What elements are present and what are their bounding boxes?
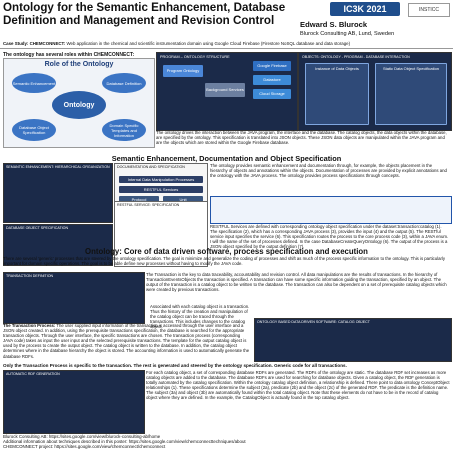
cloud-storage-box: Cloud Storage — [253, 89, 291, 99]
transaction-process: The Transaction Process: The user suppli… — [3, 323, 251, 359]
process-text: There are several 'generic' processes th… — [3, 256, 446, 267]
ontology-center: Ontology — [52, 91, 106, 119]
only-transaction-note: Only the Transaction Process is specific… — [3, 363, 347, 368]
role-diagram-title: Role of the Ontology — [44, 61, 114, 68]
case-study-line: Case Study: CHEMCONNECT: Web application… — [3, 41, 451, 46]
affiliation: Blurock Consulting AB, Lund, Sweden — [300, 31, 395, 37]
section2-heading: Semantic Enhancement, Documentation and … — [111, 154, 342, 163]
transaction-text: The Transaction is the key to data trace… — [146, 272, 447, 293]
restful-diagram — [210, 196, 452, 224]
objects-panel-title: OBJECTS: ONTOLOGY - PROGRAM - DATABASE I… — [302, 55, 410, 59]
semantic-panel: SEMANTIC ENHANCEMENT: HIERARCHICAL ORGAN… — [3, 163, 113, 223]
role-node: Domain Specific Templates and Informatio… — [102, 119, 146, 141]
drives-text: The ontology drives the interaction betw… — [156, 130, 447, 146]
semantic-panel-title: SEMANTIC ENHANCEMENT: HIERARCHICAL ORGAN… — [6, 165, 110, 169]
datamodel-panel: DATABASE OBJECT SPECIFICATION — [3, 224, 113, 266]
footer-link[interactable]: Blurock Consulting AB: https://sites.goo… — [3, 434, 161, 439]
role-node: Database Definition — [102, 73, 146, 93]
objects-panel: OBJECTS: ONTOLOGY - PROGRAM - DATABASE I… — [298, 52, 452, 131]
static-spec-box: Static Data Object Specification — [375, 63, 447, 125]
transaction-panel: TRANSACTION DEFINITION — [3, 272, 145, 324]
automatic-panel: AUTOMATIC RDF GENERATION — [3, 370, 145, 434]
doc-item: Protocol — [119, 196, 159, 203]
program-panel: PROGRAM – ONTOLOGY STRUCTURE Program Ont… — [156, 52, 298, 131]
conference-logo: IC3K 2021 — [330, 2, 400, 16]
catalog-note: Associated with each catalog object is a… — [150, 304, 250, 330]
restful-text: RESTFUL Services are defined with corres… — [210, 224, 449, 250]
doc-item: Internal Data Manipulation Processes — [119, 176, 203, 183]
catalog-panel-title: ONTOLOGY BASED DATA DRIVEN SOFTWARE: CAT… — [257, 320, 370, 324]
role-diagram: Role of the Ontology Ontology Semantic E… — [3, 58, 155, 148]
datastore-box: Datastore — [253, 75, 291, 85]
transaction-process-text: The user supplied input information of t… — [3, 323, 250, 359]
instance-objects-label: Instance of Data Objects — [315, 66, 359, 71]
role-node: Database Object Specification — [12, 119, 56, 141]
role-node: Semantic Enhancement — [12, 73, 56, 93]
case-study-text: Web application in the chemical and scie… — [66, 41, 351, 46]
author-name: Edward S. Blurock — [300, 20, 368, 29]
restful-panel-title: RESTFUL SERVICE: SPECIFICATION — [117, 203, 180, 207]
footer-link[interactable]: CHEMCONNECT project: https://sites.googl… — [3, 444, 166, 449]
poster-title: Ontology for the Semantic Enhancement, D… — [3, 1, 286, 27]
section3-heading: Ontology: Core of data driven software, … — [85, 247, 368, 256]
doc-item: Unit — [163, 196, 203, 203]
datamodel-panel-title: DATABASE OBJECT SPECIFICATION — [6, 226, 69, 230]
program-panel-title: PROGRAM – ONTOLOGY STRUCTURE — [160, 55, 230, 59]
insticc-logo: INSTICC — [408, 3, 450, 17]
roles-heading: The ontology has several roles within CH… — [3, 52, 135, 58]
transaction-panel-title: TRANSACTION DEFINITION — [6, 274, 54, 278]
footer-link[interactable]: Additional information about techniques … — [3, 439, 246, 444]
semantic-text: The ontology provides semantic enhanceme… — [210, 163, 447, 179]
header-divider — [0, 48, 453, 49]
rdf-text: For each catalog object, a set of corres… — [146, 370, 450, 401]
doc-panel-title: DOCUMENTATION AND SPECIFICATION — [117, 165, 185, 169]
background-services-box: Background Services — [205, 83, 245, 97]
instance-objects-box: Instance of Data Objects — [305, 63, 369, 125]
doc-item: RESTFUL Services — [119, 186, 203, 193]
program-ontology-box: Program Ontology — [163, 65, 203, 77]
restful-panel: RESTFUL SERVICE: SPECIFICATION — [114, 201, 208, 267]
automatic-panel-title: AUTOMATIC RDF GENERATION — [6, 372, 60, 376]
static-spec-label: Static Data Object Specification — [382, 66, 440, 71]
google-firebase-box: Google Firebase — [253, 61, 291, 71]
catalog-panel: ONTOLOGY BASED DATA DRIVEN SOFTWARE: CAT… — [254, 318, 452, 362]
transaction-process-label: The Transaction Process: — [3, 323, 56, 328]
case-study-label: Case Study: CHEMCONNECT: — [3, 41, 66, 46]
